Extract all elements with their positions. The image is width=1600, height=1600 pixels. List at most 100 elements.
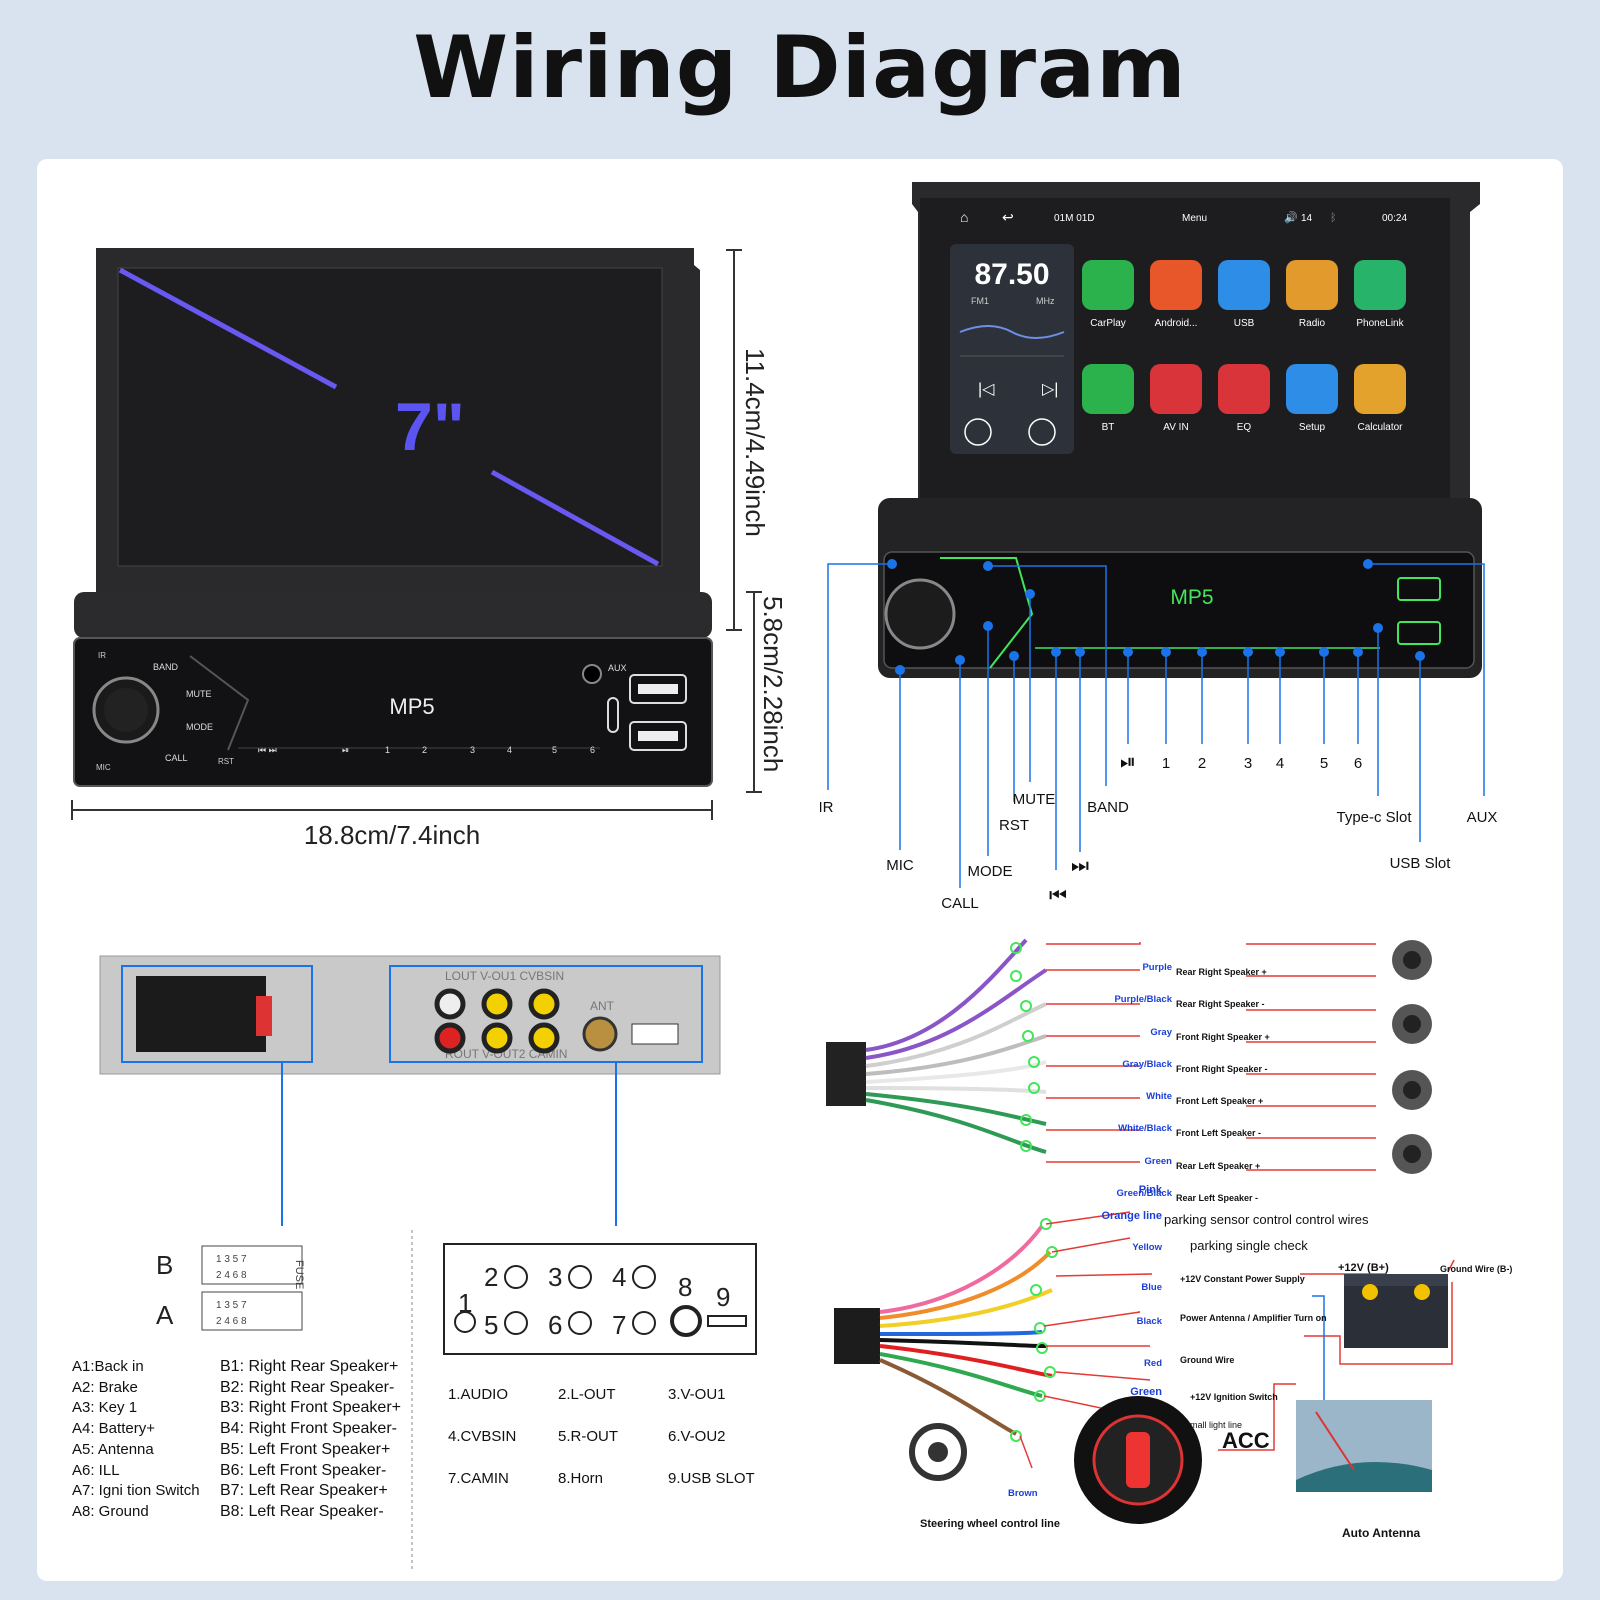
svg-text:5: 5: [484, 1310, 498, 1340]
orange-desc: parking single check: [1190, 1238, 1308, 1253]
callout-mic: MIC: [886, 857, 914, 874]
svg-text:IR: IR: [98, 651, 106, 660]
svg-text:USB: USB: [1234, 318, 1255, 329]
power-harness: ACC: [834, 1211, 1455, 1524]
unit-usb-2: [1397, 621, 1441, 645]
callout-band: BAND: [1087, 799, 1129, 816]
callout-rst: RST: [999, 817, 1029, 834]
steering-desc: Steering wheel control line: [920, 1518, 1060, 1530]
av-in-icon: [1150, 364, 1202, 414]
svg-text:RST: RST: [218, 757, 234, 766]
speaker-icons: [1392, 940, 1432, 1174]
svg-text:1: 1: [458, 1288, 472, 1318]
phone-icon: [1082, 364, 1134, 414]
rca-legend-box: [443, 1243, 757, 1355]
rca-jacks: [434, 988, 560, 1054]
svg-text:⏮ ⏭: ⏮ ⏭: [258, 745, 277, 755]
svg-text:9: 9: [716, 1282, 730, 1312]
svg-text:⏯: ⏯: [342, 745, 349, 755]
front-panel: [73, 637, 713, 787]
radio-icon: [1286, 260, 1338, 310]
pin-diagram: B A FUSE 1 3 5 72 4 6 8 1 3 5 72 4 6 8: [156, 1245, 305, 1331]
svg-text:MODE: MODE: [186, 722, 213, 732]
battery-plus-label: +12V (B+): [1338, 1262, 1389, 1274]
svg-text:Android...: Android...: [1155, 318, 1198, 329]
back-panel: LOUT V-OU1 CVBSIN ROUT V-OUT2 CAMIN ANT …: [99, 955, 757, 1572]
svg-text:LOUT V-OU1 CVBSIN: LOUT V-OU1 CVBSIN: [445, 969, 564, 983]
svg-text:FUSE: FUSE: [293, 1260, 305, 1289]
callout-call: CALL: [941, 895, 979, 912]
svg-text:FM1: FM1: [971, 296, 989, 306]
bluetooth-icon: ᛒ: [1330, 212, 1337, 224]
screen-size-label: 7": [395, 389, 465, 465]
callout-4: 4: [1276, 755, 1284, 772]
acc-label: ACC: [1222, 1428, 1270, 1453]
svg-text:4: 4: [507, 745, 512, 755]
svg-text:00:24: 00:24: [1382, 213, 1407, 224]
svg-text:CALL: CALL: [165, 753, 188, 763]
callout-6: 6: [1354, 755, 1362, 772]
svg-text:MIC: MIC: [96, 763, 111, 772]
svg-text:Menu: Menu: [1182, 213, 1207, 224]
svg-text:1 3 5 7: 1 3 5 7: [216, 1300, 247, 1311]
aux-port-front: [582, 664, 602, 684]
svg-text:7: 7: [612, 1310, 626, 1340]
pink-desc: parking sensor control control wires: [1164, 1212, 1369, 1227]
svg-text:AUX: AUX: [608, 663, 627, 673]
width-label: 18.8cm/7.4inch: [304, 820, 480, 850]
legend-b: B1: Right Rear Speaker+B2: Right Rear Sp…: [220, 1358, 401, 1520]
svg-text:2: 2: [422, 745, 427, 755]
usb-port-front-2: [629, 721, 687, 751]
svg-text:8: 8: [678, 1272, 692, 1302]
app-grid: CarPlay Android... USB Radio PhoneLink B…: [1082, 260, 1406, 433]
auto-icon: [1028, 418, 1056, 446]
antenna-jack: [582, 1016, 618, 1052]
callout-mode: MODE: [968, 863, 1013, 880]
steering-wheel-icon: [909, 1423, 967, 1481]
svg-text:4: 4: [612, 1262, 626, 1292]
svg-text:BAND: BAND: [153, 662, 179, 672]
svg-text:2 4 6 8: 2 4 6 8: [216, 1316, 247, 1327]
typec-port-front: [607, 697, 619, 733]
back-icon: ↩: [1002, 209, 1014, 225]
svg-text:01M 01D: 01M 01D: [1054, 213, 1095, 224]
equalizer-icon: [1218, 364, 1270, 414]
usb-slot-rear: [631, 1023, 679, 1045]
screen-diagonal-2: [490, 469, 660, 567]
unit-view: ⌂ ↩ 01M 01D Menu 🔊 14 ᛒ 00:24 87.50 FM1 …: [820, 182, 1497, 912]
unit-usb-1: [1397, 577, 1441, 601]
iso-connector: [136, 976, 266, 1052]
svg-text:MUTE: MUTE: [186, 689, 212, 699]
callout-play: ⏯: [1120, 751, 1136, 773]
svg-text:2 4 6 8: 2 4 6 8: [216, 1270, 247, 1281]
callout-usb: USB Slot: [1390, 855, 1452, 872]
front-button-row: ⏮ ⏭ ⏯ 1 2 3 4 5 6: [238, 745, 600, 755]
callout-2: 2: [1198, 755, 1206, 772]
carplay-icon: [1082, 260, 1134, 310]
callout-prev: ⏮: [1049, 885, 1067, 907]
svg-text:3: 3: [548, 1262, 562, 1292]
ignition-switch-icon: [1074, 1396, 1202, 1524]
unit-brand: MP5: [1170, 586, 1213, 609]
home-icon: ⌂: [960, 209, 968, 225]
brand-label: MP5: [389, 694, 434, 719]
speaker-connector: [826, 1042, 866, 1106]
svg-text:CarPlay: CarPlay: [1090, 318, 1126, 329]
svg-text:3: 3: [470, 745, 475, 755]
volume-icon: 🔊: [1284, 210, 1298, 224]
screen-diagonal-1: [118, 267, 338, 390]
battery-icon: [1344, 1274, 1448, 1348]
svg-text:Calculator: Calculator: [1357, 422, 1403, 433]
android-auto-icon: [1150, 260, 1202, 310]
auto-antenna-label: Auto Antenna: [1342, 1526, 1421, 1540]
eq-icon: [964, 418, 992, 446]
brown-label: Brown: [1008, 1488, 1038, 1499]
front-view: 7" IR BAND MUTE MODE CALL MIC RST AUX MP…: [71, 248, 788, 850]
svg-text:2: 2: [484, 1262, 498, 1292]
green-desc: Small light line: [1184, 1420, 1243, 1430]
svg-text:A: A: [156, 1300, 174, 1330]
usb-icon: [1218, 260, 1270, 310]
svg-text:MHz: MHz: [1036, 296, 1055, 306]
